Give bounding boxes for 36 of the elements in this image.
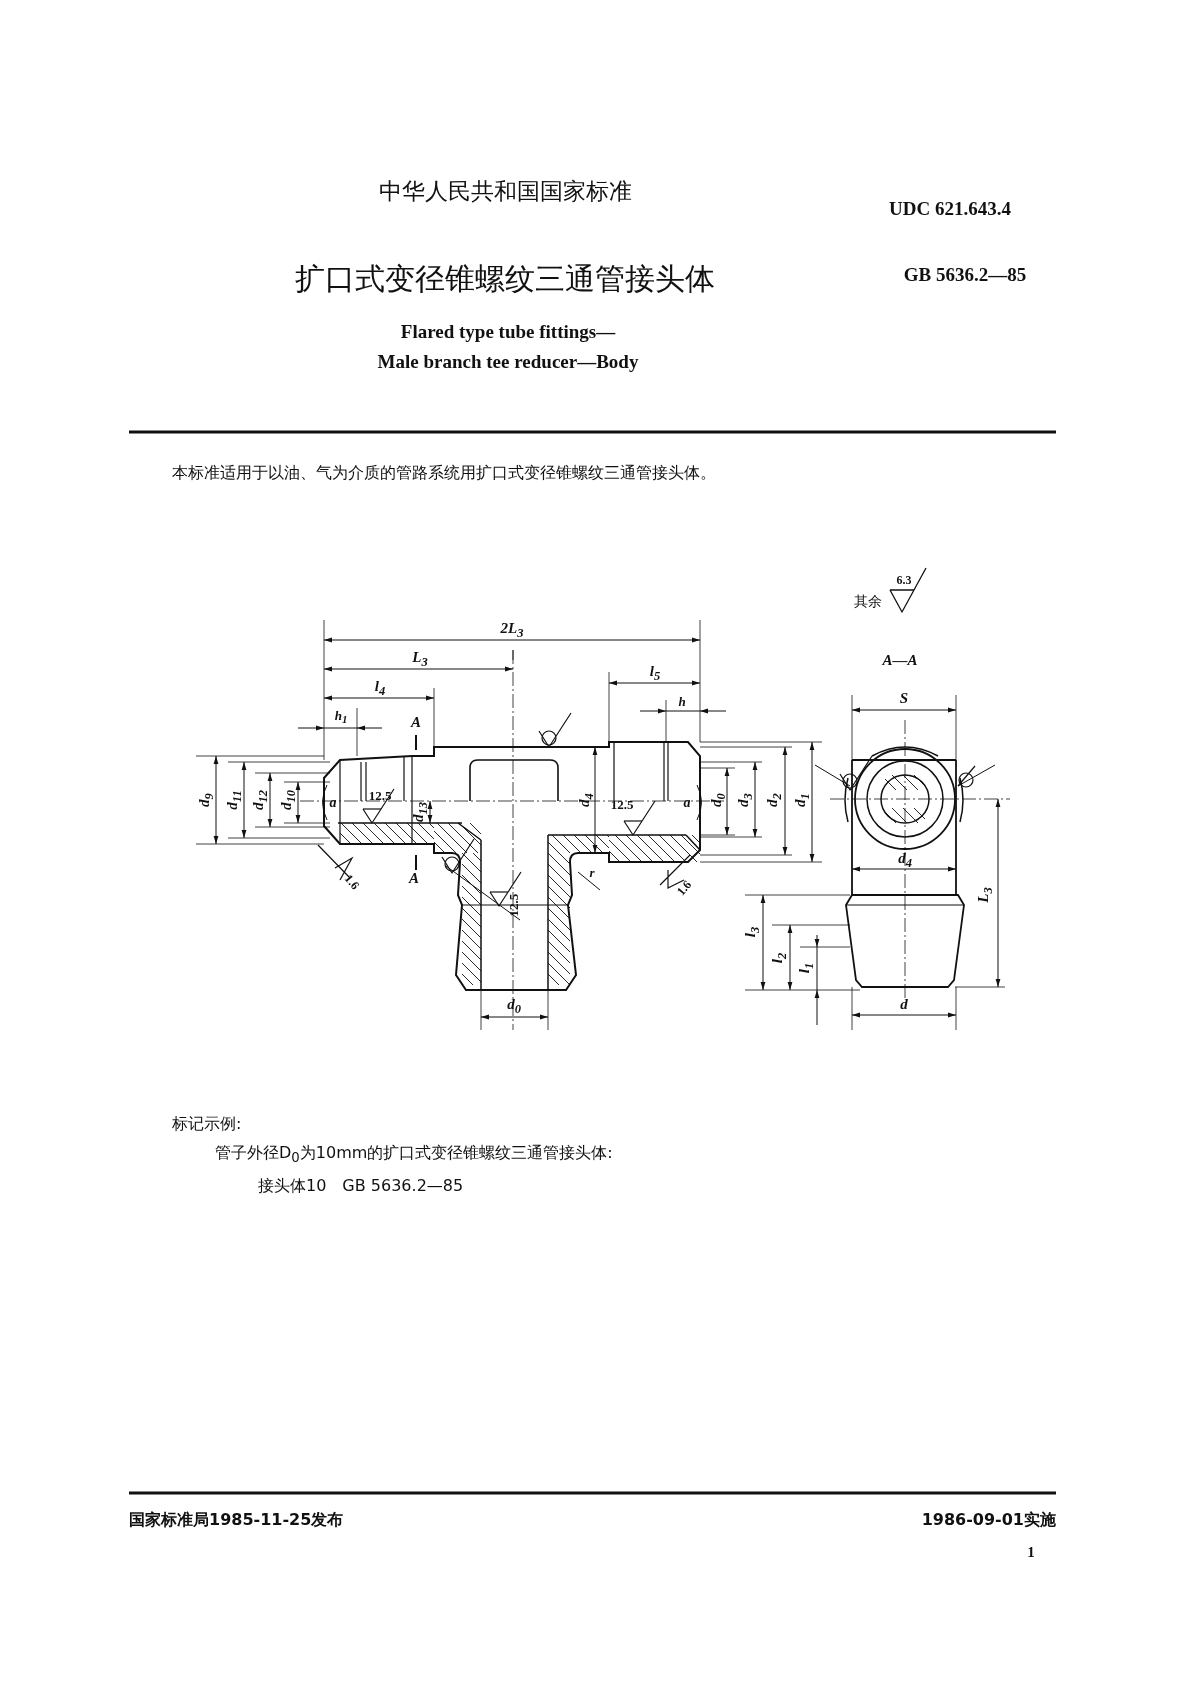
dimension-label: d$_{4}$ (898, 850, 912, 870)
roughness-value: 12.5 (368, 788, 392, 802)
roughness-value: 12.5 (610, 797, 634, 811)
standard-number: GB 5636.2—85 (903, 264, 1027, 284)
effective-date: 1986-09-01实施 (921, 1512, 1056, 1528)
angle-label: a (329, 796, 337, 810)
dimension-label: h$_{1}$ (334, 708, 348, 726)
dimension-label: d$_{0}$ (507, 996, 521, 1016)
section-mark: A (409, 870, 419, 886)
section-mark: A (411, 714, 421, 730)
english-title: Flared type tube fittings— (400, 321, 616, 341)
radius-label: r (589, 865, 595, 879)
english-title: Male branch tee reducer—Body (377, 351, 639, 371)
example-designation: 接头体10 GB 5636.2—85 (258, 1178, 464, 1194)
example-heading: 标记示例: (172, 1116, 242, 1132)
example-text: 管子外径D$_{0}$为10mm的扩口式变径锥螺纹三通管接头体: (215, 1145, 613, 1165)
dimension-label: d (900, 996, 908, 1012)
scope-text: 本标准适用于以油、气为介质的管路系统用扩口式变径锥螺纹三通管接头体。 (172, 465, 716, 481)
roughness-value: 6.3 (896, 574, 912, 586)
page-number: 1 (1027, 1544, 1035, 1560)
dimension-label: l$_{4}$ (374, 678, 386, 698)
note-text: 其余 (854, 594, 882, 608)
dimension-label: S (899, 690, 909, 706)
dimension-label: L$_{3}$ (412, 649, 428, 669)
section-label: A—A (882, 652, 918, 668)
classification-code: UDC 621.643.4 (889, 198, 1011, 218)
roughness-value: 1.6 (342, 872, 362, 892)
dimension-label: l$_{5}$ (649, 663, 661, 683)
dimension-label: 2L$_{3}$ (500, 620, 524, 640)
angle-label: a (683, 796, 691, 810)
header-text: 中华人民共和国国家标准 (378, 179, 632, 203)
roughness-value: 12.5 (506, 893, 520, 917)
issue-date: 国家标准局1985-11-25发布 (129, 1512, 344, 1528)
standard-title: 扩口式变径锥螺纹三通管接头体 (295, 264, 715, 294)
roughness-value: 1.6 (674, 878, 694, 898)
dimension-label: h (678, 694, 686, 708)
